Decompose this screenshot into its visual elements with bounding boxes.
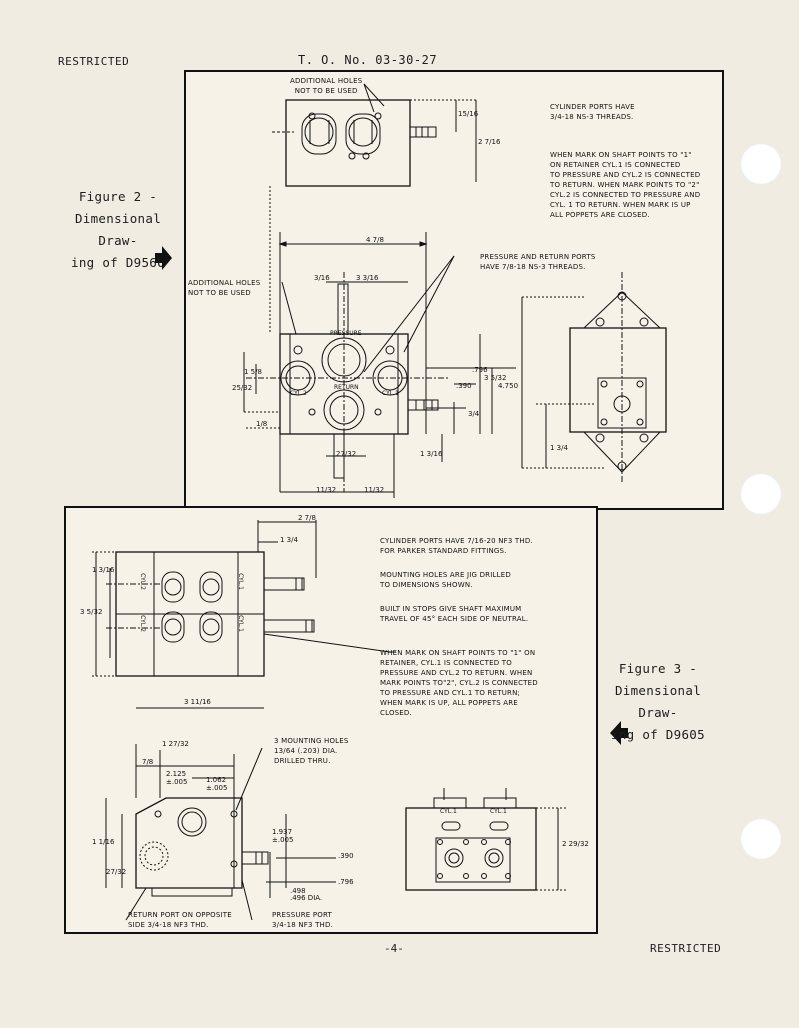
figure3-drawing: CYLINDER PORTS HAVE 7/16-20 NF3 THD. FOR…	[64, 506, 598, 934]
page-number: -4-	[384, 942, 404, 955]
figure3-drawing-lines	[92, 520, 566, 921]
figure3-dim-3-11-16: 3 11/16	[184, 698, 211, 706]
figure2-dim-390: .390	[456, 382, 472, 390]
figure3-dim-7-8: 7/8	[142, 758, 154, 766]
figure2-dim-15-16: 15/16	[458, 110, 479, 118]
binder-hole-top	[740, 143, 782, 185]
figure3-dim-3-5-32: 3 5/32	[80, 608, 103, 616]
figure2-dim-2-7-16: 2 7/16	[478, 138, 501, 146]
figure2-dim-1-8: 1/8	[256, 420, 268, 428]
figure2-dim-25-32: 25/32	[232, 384, 253, 392]
figure3-dim-498: .498 .496 DIA.	[290, 887, 323, 902]
figure3-side-label-cyl1-a: CYL.1	[440, 808, 457, 815]
figure2-drawing-lines	[243, 83, 667, 498]
figure2-label-pressure: PRESSURE	[330, 330, 362, 337]
figure2-dim-3-3-16: 3 3/16	[356, 274, 379, 282]
figure2-caption-line2: Dimensional Draw-	[74, 211, 162, 248]
figure3-label-cyl1-bottom: CYL.1	[236, 615, 244, 632]
restricted-footer: RESTRICTED	[650, 942, 722, 955]
figure3-caption-line2: Dimensional Draw-	[614, 683, 702, 720]
figure2-drawing: ADDITIONAL HOLES NOT TO BE USED CYLINDER…	[184, 70, 724, 510]
figure2-label-cyl2: CYL.2	[290, 390, 307, 397]
figure3-dim-1937: 1.937 ±.005	[272, 828, 294, 844]
figure2-caption-line3: ing of D9560	[71, 255, 165, 270]
tech-order-number: T. O. No. 03-30-27	[298, 53, 438, 67]
figure3-note-pressure-port: PRESSURE PORT 3/4-18 NF3 THD.	[272, 911, 334, 929]
figure3-dim-1062: 1.062 ±.005	[206, 776, 228, 792]
figure2-dim-11-32a: 11/32	[316, 486, 337, 494]
figure3-dim-796: .796	[338, 878, 354, 886]
figure3-dim-27-32: 27/32	[106, 868, 127, 876]
figure2-dim-4-7-8: 4 7/8	[366, 236, 384, 244]
figure3-dim-1-3-16: 1 3/16	[92, 566, 115, 574]
figure3-note-stops: BUILT IN STOPS GIVE SHAFT MAXIMUM TRAVEL…	[380, 605, 529, 623]
figure3-dim-1-1-16: 1 1/16	[92, 838, 115, 846]
figure2-note-pressure-return: PRESSURE AND RETURN PORTS HAVE 7/8-18 NS…	[480, 253, 596, 271]
figure2-dim-796: .796	[472, 366, 488, 374]
figure3-dim-2125: 2.125 ±.005	[166, 770, 188, 786]
figure3-label-cyl2-top: CYL.2	[138, 573, 146, 590]
figure2-note-additional-holes-left: ADDITIONAL HOLES NOT TO BE USED	[188, 279, 261, 297]
figure3-caption-line3: ing of D9605	[611, 727, 705, 742]
figure2-dim-4750: 4.750	[498, 382, 519, 390]
figure3-note-mounting: MOUNTING HOLES ARE JIG DRILLED TO DIMENS…	[380, 571, 511, 589]
figure3-note-ports: CYLINDER PORTS HAVE 7/16-20 NF3 THD. FOR…	[380, 537, 533, 555]
figure3-caption-line1: Figure 3 -	[618, 661, 698, 676]
figure2-caption-line1: Figure 2 -	[78, 189, 158, 204]
figure2-dim-3-5-32: 3 5/32	[484, 374, 507, 382]
figure3-dim-2-7-8: 2 7/8	[298, 514, 316, 522]
figure2-note-additional-holes-top: ADDITIONAL HOLES NOT TO BE USED	[290, 77, 363, 95]
binder-hole-middle	[740, 473, 782, 515]
figure2-caption: Figure 2 - Dimensional Draw- ing of D956…	[52, 186, 184, 274]
figure3-label-cyl1-top: CYL.1	[236, 573, 244, 590]
figure3-dim-1-3-4: 1 3/4	[280, 536, 298, 544]
figure3-note-mounting-holes: 3 MOUNTING HOLES 13/64 (.203) DIA. DRILL…	[274, 737, 349, 765]
figure2-dim-11-32b: 11/32	[364, 486, 385, 494]
figure2-dim-1-3-16: 1 3/16	[420, 450, 443, 458]
figure2-note-mark: WHEN MARK ON SHAFT POINTS TO "1" ON RETA…	[550, 151, 701, 219]
figure3-caption: Figure 3 - Dimensional Draw- ing of D960…	[596, 658, 720, 746]
figure2-dim-1-5-8: 1 5/8	[244, 368, 262, 376]
figure2-dim-3-4: 3/4	[468, 410, 480, 418]
figure3-note-mark: WHEN MARK ON SHAFT POINTS TO "1" ON RETA…	[380, 649, 538, 717]
restricted-header: RESTRICTED	[58, 55, 130, 68]
figure3-dim-2-29-32: 2 29/32	[562, 840, 589, 848]
binder-hole-bottom	[740, 818, 782, 860]
figure3-dim-1-27-32: 1 27/32	[162, 740, 189, 748]
figure2-label-cyl1: CYL.1	[382, 390, 399, 397]
figure3-side-label-cyl1-b: CYL.1	[490, 808, 507, 815]
figure3-note-return-port: RETURN PORT ON OPPOSITE SIDE 3/4-18 NF3 …	[128, 911, 232, 929]
figure2-dim-3-16: 3/16	[314, 274, 330, 282]
figure3-label-cyl2-bottom: CYL.2	[138, 615, 146, 632]
figure2-dim-27-32: 27/32	[336, 450, 357, 458]
figure2-note-cylinder-ports: CYLINDER PORTS HAVE 3/4-18 NS-3 THREADS.	[550, 103, 635, 121]
figure2-dim-1-3-4: 1 3/4	[550, 444, 568, 452]
figure3-dim-390: .390	[338, 852, 354, 860]
figure2-label-return: RETURN	[334, 384, 359, 391]
